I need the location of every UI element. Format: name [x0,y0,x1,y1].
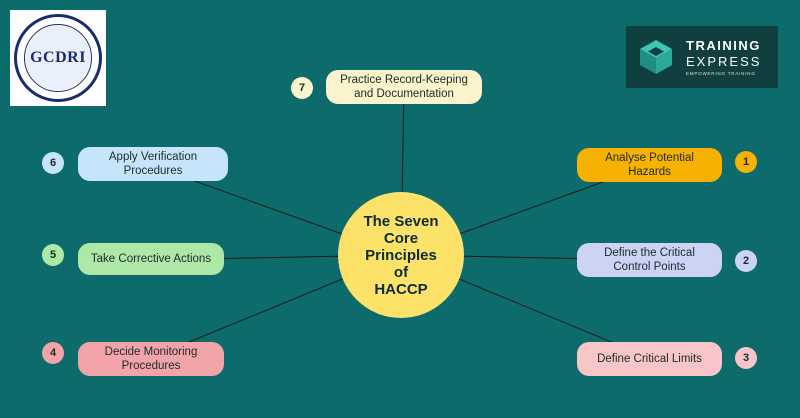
principle-6-label: Apply Verification Procedures [108,151,198,177]
principle-7-label: Practice Record-Keeping and Documentatio… [340,74,468,100]
principle-5-badge: 5 [42,244,64,266]
gcdri-logo: GCDRI [10,10,106,106]
training-express-tagline: EMPOWERING TRAINING [686,71,756,76]
gcdri-seal: GCDRI [14,14,102,102]
principle-5-box: Take Corrective Actions [78,243,224,275]
principle-2-label: Define the Critical Control Points [604,247,695,273]
principle-7-badge: 7 [291,77,313,99]
principle-5-number: 5 [49,249,57,261]
hub-circle: The Seven Core Principles of HACCP [338,192,464,318]
training-express-line2: EXPRESS [686,54,762,69]
principle-5-label: Take Corrective Actions [90,253,212,265]
training-express-logo: TRAINING EXPRESS EMPOWERING TRAINING [626,26,778,88]
principle-7-number: 7 [298,82,306,94]
principle-1-badge: 1 [735,151,757,173]
principle-4-badge: 4 [42,342,64,364]
principle-3-badge: 3 [735,347,757,369]
principle-4-label: Decide Monitoring Procedures [104,346,198,372]
principle-4-number: 4 [49,347,57,359]
principle-6-badge: 6 [42,152,64,174]
principle-2-box: Define the Critical Control Points [577,243,722,277]
principle-2-badge: 2 [735,250,757,272]
training-express-cube-icon [636,37,676,77]
principle-7-box: Practice Record-Keeping and Documentatio… [326,70,482,104]
principle-1-number: 1 [742,156,750,168]
principle-6-number: 6 [49,157,57,169]
principle-3-label: Define Critical Limits [597,353,702,365]
principle-1-label: Analyse Potential Hazards [605,152,694,178]
principle-2-number: 2 [742,255,750,267]
principle-3-number: 3 [742,352,750,364]
gcdri-logo-text: GCDRI [30,49,86,66]
principle-4-box: Decide Monitoring Procedures [78,342,224,376]
principle-6-box: Apply Verification Procedures [78,147,228,181]
principle-1-box: Analyse Potential Hazards [577,148,722,182]
training-express-line1: TRAINING [686,38,761,53]
principle-3-box: Define Critical Limits [577,342,722,376]
